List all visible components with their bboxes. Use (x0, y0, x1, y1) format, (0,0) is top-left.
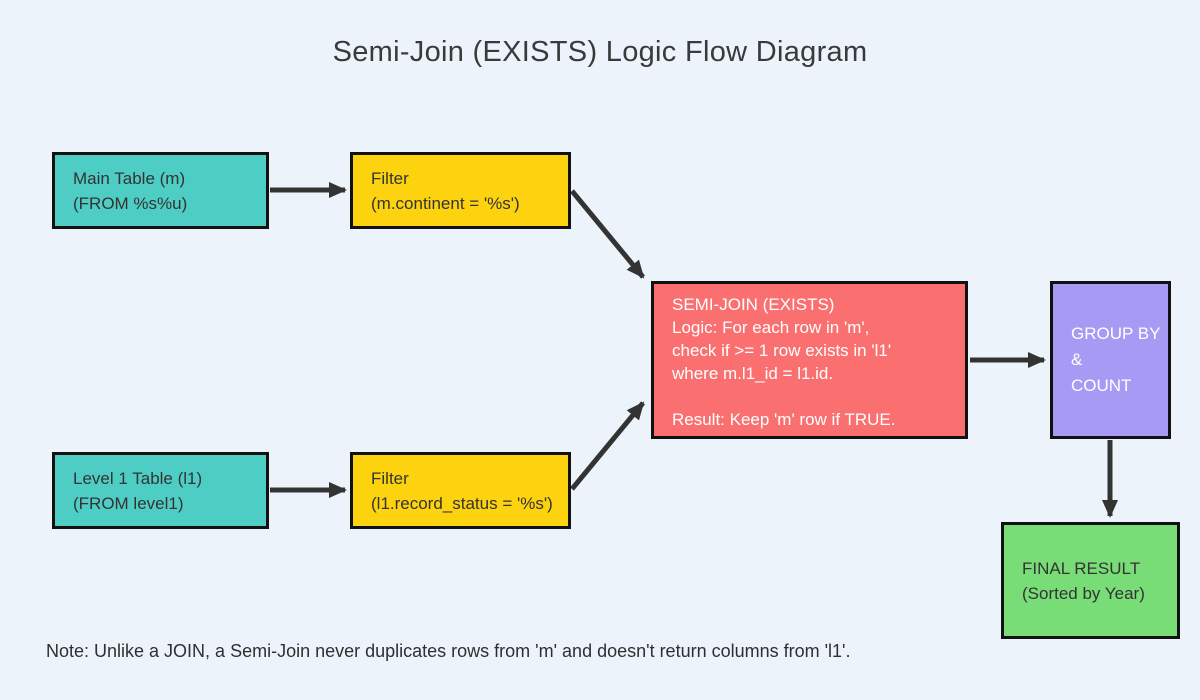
node-semi-join-line3: check if >= 1 row exists in 'l1' (672, 341, 892, 360)
node-main-table: Main Table (m) (FROM %s%u) (52, 152, 269, 229)
node-filter-level1-line2: (l1.record_status = '%s') (371, 493, 553, 513)
node-group-by-line1: GROUP BY (1071, 324, 1161, 343)
node-filter-main-line1: Filter (371, 168, 409, 188)
footnote: Note: Unlike a JOIN, a Semi-Join never d… (46, 641, 851, 661)
node-semi-join-line4: where m.l1_id = l1.id. (672, 364, 834, 383)
node-filter-main: Filter (m.continent = '%s') (350, 152, 571, 229)
node-final-result: FINAL RESULT (Sorted by Year) (1001, 522, 1180, 639)
node-main-table-line1: Main Table (m) (73, 168, 186, 188)
arrow-filter-level1-to-semijoin (570, 401, 645, 491)
node-group-by: GROUP BY & COUNT (1050, 281, 1171, 439)
arrow-filter-main-to-semijoin (570, 189, 645, 279)
node-semi-join-line2: Logic: For each row in 'm', (672, 318, 870, 337)
node-main-table-line2: (FROM %s%u) (73, 193, 188, 213)
node-level1-table-line2: (FROM level1) (73, 493, 184, 513)
node-filter-main-line2: (m.continent = '%s') (371, 193, 520, 213)
node-filter-level1: Filter (l1.record_status = '%s') (350, 452, 571, 529)
node-semi-join-line1: SEMI-JOIN (EXISTS) (672, 295, 835, 314)
node-final-result-line1: FINAL RESULT (1022, 558, 1141, 578)
node-semi-join-line5: Result: Keep 'm' row if TRUE. (672, 410, 896, 429)
node-filter-level1-line1: Filter (371, 468, 409, 488)
node-level1-table: Level 1 Table (l1) (FROM level1) (52, 452, 269, 529)
node-level1-table-line1: Level 1 Table (l1) (73, 468, 203, 488)
diagram-title: Semi-Join (EXISTS) Logic Flow Diagram (332, 36, 868, 68)
node-group-by-line2: & (1071, 350, 1083, 369)
node-final-result-line2: (Sorted by Year) (1022, 583, 1145, 603)
node-semi-join: SEMI-JOIN (EXISTS) Logic: For each row i… (651, 281, 968, 439)
node-group-by-line3: COUNT (1071, 376, 1132, 395)
